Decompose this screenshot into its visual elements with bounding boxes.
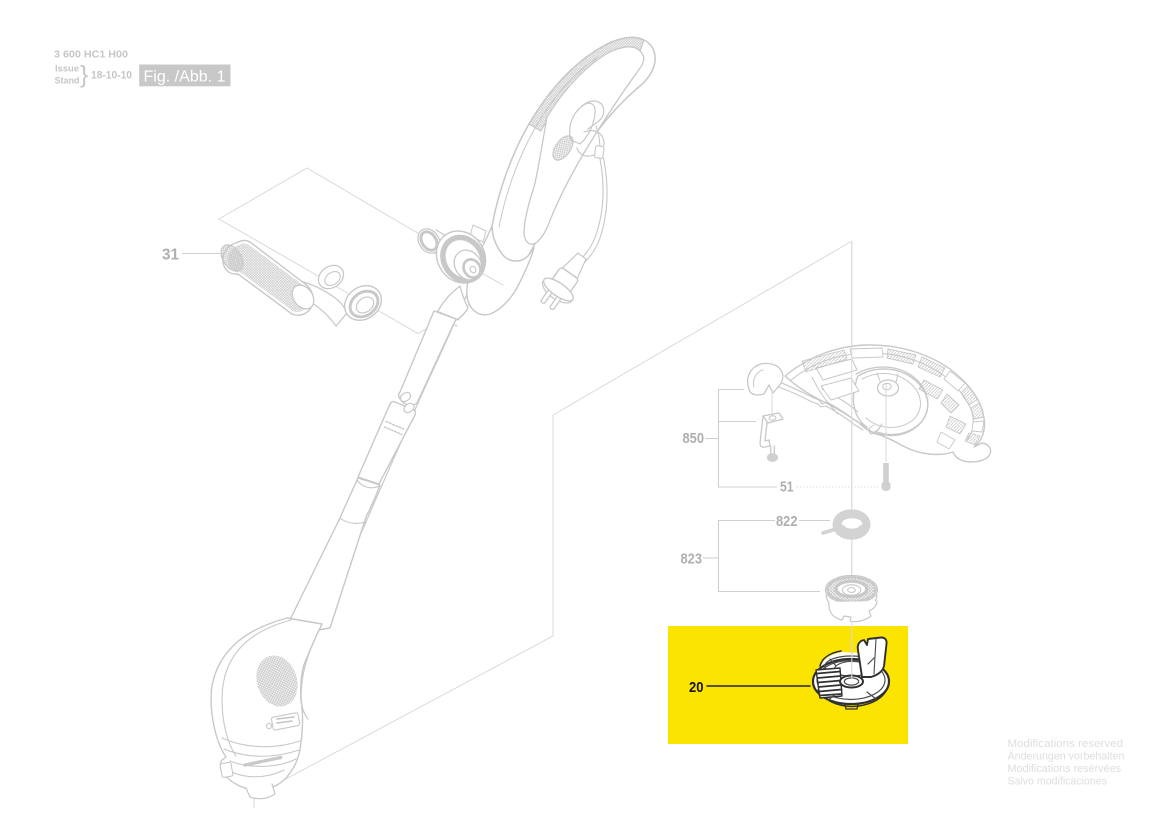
svg-text:850: 850 (683, 430, 705, 447)
svg-text:Modifications resérvées: Modifications resérvées (1008, 763, 1122, 775)
svg-text:51: 51 (780, 479, 794, 496)
svg-text:18-10-10: 18-10-10 (91, 70, 132, 82)
svg-text:31: 31 (162, 247, 179, 264)
svg-text:3 600 HC1 H00: 3 600 HC1 H00 (54, 50, 128, 61)
svg-text:Fig. /Abb. 1: Fig. /Abb. 1 (144, 69, 226, 86)
svg-text:Issue: Issue (55, 64, 79, 74)
svg-text:}: } (80, 62, 88, 89)
svg-text:20: 20 (689, 679, 704, 696)
svg-text:822: 822 (776, 513, 798, 530)
svg-text:Modifications reserved: Modifications reserved (1008, 738, 1124, 750)
svg-text:Salvo modificaciones: Salvo modificaciones (1008, 776, 1108, 788)
svg-text:823: 823 (681, 551, 703, 568)
svg-text:Stand: Stand (55, 76, 80, 86)
svg-text:Änderungen vorbehalten: Änderungen vorbehalten (1008, 751, 1125, 763)
